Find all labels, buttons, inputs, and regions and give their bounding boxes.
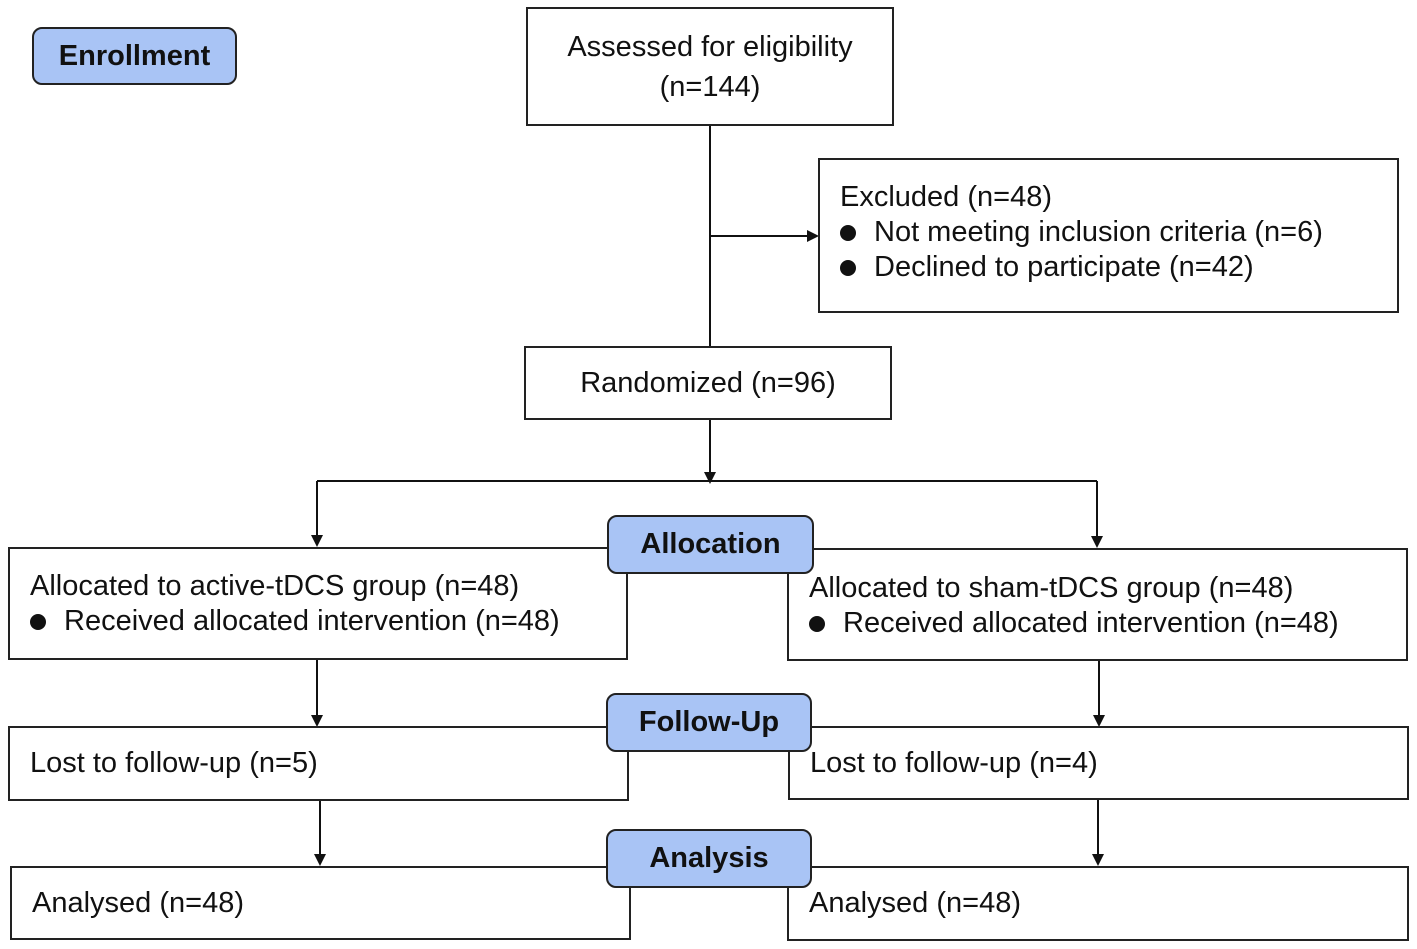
active-analysed-label: Analysed (n=48) [32,886,244,919]
sham-lost-label: Lost to follow-up (n=4) [810,746,1098,779]
active-analysed-box: Analysed (n=48) [10,866,631,940]
active-received-item: Received allocated intervention (n=48) [30,604,626,639]
analysis-stage-label: Analysis [606,829,812,888]
bullet-icon [840,224,856,241]
followup-label: Follow-Up [638,706,780,738]
sham-analysed-box: Analysed (n=48) [787,866,1409,941]
assessed-box: Assessed for eligibility (n=144) [526,7,894,126]
excluded-item-label: Not meeting inclusion criteria (n=6) [874,216,1323,248]
assessed-line2: (n=144) [659,70,761,103]
excluded-item-label: Declined to participate (n=42) [874,251,1254,283]
enrollment-label: Enrollment [58,39,211,72]
sham-analysed-label: Analysed (n=48) [809,887,1021,919]
active-allocation-box: Allocated to active-tDCS group (n=48) Re… [8,547,628,660]
sham-allocated-label: Allocated to sham-tDCS group (n=48) [809,572,1294,604]
sham-lost-box: Lost to follow-up (n=4) [788,726,1409,800]
active-allocated-label: Allocated to active-tDCS group (n=48) [30,570,520,602]
bullet-icon [840,259,856,276]
analysis-label: Analysis [649,842,769,874]
bullet-icon [30,613,46,630]
excluded-box: Excluded (n=48) Not meeting inclusion cr… [818,158,1399,313]
active-received-label: Received allocated intervention (n=48) [64,605,560,637]
bullet-icon [809,615,825,632]
excluded-item: Declined to participate (n=42) [840,250,1397,285]
allocation-stage-label: Allocation [607,515,814,574]
sham-allocation-box: Allocated to sham-tDCS group (n=48) Rece… [787,548,1408,661]
assessed-line1: Assessed for eligibility [567,30,853,63]
enrollment-stage-label: Enrollment [32,27,237,85]
excluded-item: Not meeting inclusion criteria (n=6) [840,215,1397,250]
randomized-label: Randomized (n=96) [580,366,836,399]
followup-stage-label: Follow-Up [606,693,812,752]
randomized-box: Randomized (n=96) [524,346,892,420]
active-lost-box: Lost to follow-up (n=5) [8,726,629,801]
excluded-title: Excluded (n=48) [840,181,1052,213]
sham-received-item: Received allocated intervention (n=48) [809,606,1406,641]
sham-received-label: Received allocated intervention (n=48) [843,607,1339,639]
active-lost-label: Lost to follow-up (n=5) [30,747,318,779]
allocation-label: Allocation [640,528,781,560]
